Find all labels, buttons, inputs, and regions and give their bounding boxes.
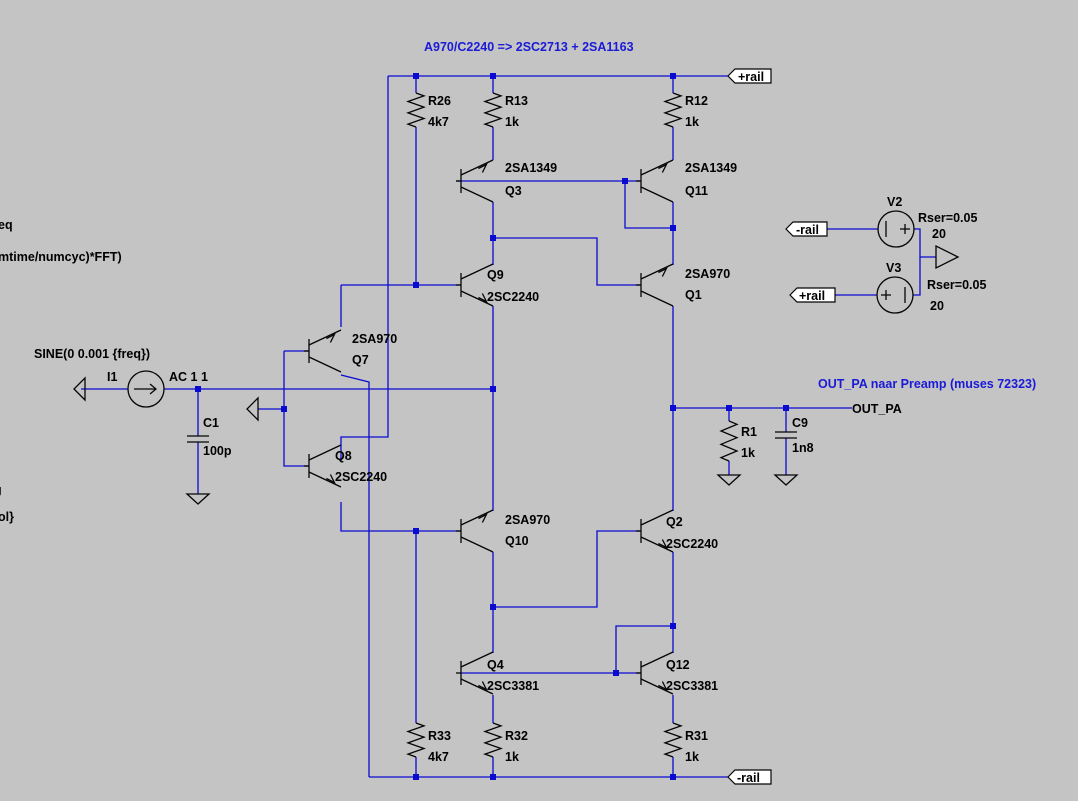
ground-symbol xyxy=(935,244,960,270)
r33-value: 4k7 xyxy=(428,750,449,764)
neg-rail-label: -rail xyxy=(737,771,760,785)
pos-rail-v3-label: +rail xyxy=(799,289,825,303)
q12-part: 2SC3381 xyxy=(666,679,718,693)
clipped-directive-4: ol} xyxy=(0,510,14,524)
q7-part: 2SA970 xyxy=(352,332,397,346)
resistor-r33[interactable]: R33 4k7 xyxy=(406,722,451,764)
q2-part: 2SC2240 xyxy=(666,537,718,551)
wires xyxy=(81,75,936,778)
q8-part: 2SC2240 xyxy=(335,470,387,484)
transistor-q10[interactable]: 2SA970 Q10 xyxy=(456,509,550,553)
neg-rail-flag-v2[interactable]: -rail xyxy=(785,221,828,237)
q8-ref: Q8 xyxy=(335,449,352,463)
r31-value: 1k xyxy=(685,750,699,764)
clipped-directive-1: eq xyxy=(0,218,13,232)
transistor-q2[interactable]: Q2 2SC2240 xyxy=(636,509,718,553)
q10-ref: Q10 xyxy=(505,534,529,548)
pos-rail-label: +rail xyxy=(738,70,764,84)
resistor-r13[interactable]: R13 1k xyxy=(483,92,528,129)
q9-ref: Q9 xyxy=(487,268,504,282)
resistor-r31[interactable]: R31 1k xyxy=(663,722,708,764)
q12-ref: Q12 xyxy=(666,658,690,672)
pos-rail-flag-v3[interactable]: +rail xyxy=(789,287,836,303)
resistor-r32[interactable]: R32 1k xyxy=(483,722,528,764)
transistor-q11[interactable]: 2SA1349 Q11 xyxy=(636,159,737,203)
transistor-q8[interactable]: Q8 2SC2240 xyxy=(304,444,387,488)
transistor-q1[interactable]: 2SA970 Q1 xyxy=(636,263,730,307)
v2-ref: V2 xyxy=(887,195,902,209)
transistor-q3[interactable]: 2SA1349 Q3 xyxy=(456,159,557,203)
ground-symbol xyxy=(773,474,799,486)
c9-ref: C9 xyxy=(792,416,808,430)
resistor-r12[interactable]: R12 1k xyxy=(663,92,708,129)
pos-rail-flag-top[interactable]: +rail xyxy=(727,68,772,84)
v3-rser: Rser=0.05 xyxy=(927,278,986,292)
resistor-r1[interactable]: R1 1k xyxy=(719,420,757,462)
r26-ref: R26 xyxy=(428,94,451,108)
q1-ref: Q1 xyxy=(685,288,702,302)
transistor-q7[interactable]: 2SA970 Q7 xyxy=(304,329,397,373)
r13-value: 1k xyxy=(505,115,519,129)
resistor-r26[interactable]: R26 4k7 xyxy=(406,92,451,129)
q2-ref: Q2 xyxy=(666,515,683,529)
voltage-source-v3[interactable]: V3 Rser=0.05 20 xyxy=(876,261,986,314)
v2-value: 20 xyxy=(932,227,946,241)
v3-ref: V3 xyxy=(886,261,901,275)
c9-value: 1n8 xyxy=(792,441,814,455)
junctions xyxy=(195,73,789,780)
q1-part: 2SA970 xyxy=(685,267,730,281)
r1-ref: R1 xyxy=(741,425,757,439)
out-net-label[interactable]: OUT_PA xyxy=(852,402,902,416)
q9-part: 2SC2240 xyxy=(487,290,539,304)
capacitor-c1[interactable]: C1 100p xyxy=(187,416,232,458)
c1-value: 100p xyxy=(203,444,232,458)
voltage-source-v2[interactable]: V2 Rser=0.05 20 xyxy=(877,195,977,248)
q11-ref: Q11 xyxy=(685,184,708,198)
q3-ref: Q3 xyxy=(505,184,522,198)
q4-ref: Q4 xyxy=(487,658,504,672)
ground-symbol xyxy=(716,474,742,486)
r32-ref: R32 xyxy=(505,729,528,743)
r12-ref: R12 xyxy=(685,94,708,108)
r12-value: 1k xyxy=(685,115,699,129)
clipped-directive-3: g xyxy=(0,483,2,497)
ground-symbol xyxy=(185,493,211,505)
q10-part: 2SA970 xyxy=(505,513,550,527)
q11-part: 2SA1349 xyxy=(685,161,737,175)
i1-sine: SINE(0 0.001 {freq}) xyxy=(34,347,150,361)
i1-ref: I1 xyxy=(107,370,117,384)
r1-value: 1k xyxy=(741,446,755,460)
q4-part: 2SC3381 xyxy=(487,679,539,693)
r13-ref: R13 xyxy=(505,94,528,108)
neg-rail-v2-label: -rail xyxy=(796,223,819,237)
output-note: OUT_PA naar Preamp (muses 72323) xyxy=(818,377,1036,391)
ground-symbol xyxy=(246,396,259,422)
transistor-q4[interactable]: Q4 2SC3381 xyxy=(456,651,539,695)
transistor-q12[interactable]: Q12 2SC3381 xyxy=(636,651,718,695)
r33-ref: R33 xyxy=(428,729,451,743)
q3-part: 2SA1349 xyxy=(505,161,557,175)
i1-value: AC 1 1 xyxy=(169,370,208,384)
current-source-i1[interactable]: I1 AC 1 1 SINE(0 0.001 {freq}) xyxy=(34,347,208,408)
ground-symbol xyxy=(73,376,86,402)
r32-value: 1k xyxy=(505,750,519,764)
r26-value: 4k7 xyxy=(428,115,449,129)
v3-value: 20 xyxy=(930,299,944,313)
r31-ref: R31 xyxy=(685,729,708,743)
clipped-directive-2: mtime/numcyc)*FFT) xyxy=(0,250,122,264)
neg-rail-flag-bottom[interactable]: -rail xyxy=(727,769,772,785)
v2-rser: Rser=0.05 xyxy=(918,211,977,225)
transistor-q9[interactable]: Q9 2SC2240 xyxy=(456,263,539,307)
q7-ref: Q7 xyxy=(352,353,369,367)
capacitor-c9[interactable]: C9 1n8 xyxy=(775,416,814,455)
title-note: A970/C2240 => 2SC2713 + 2SA1163 xyxy=(424,40,634,54)
c1-ref: C1 xyxy=(203,416,219,430)
